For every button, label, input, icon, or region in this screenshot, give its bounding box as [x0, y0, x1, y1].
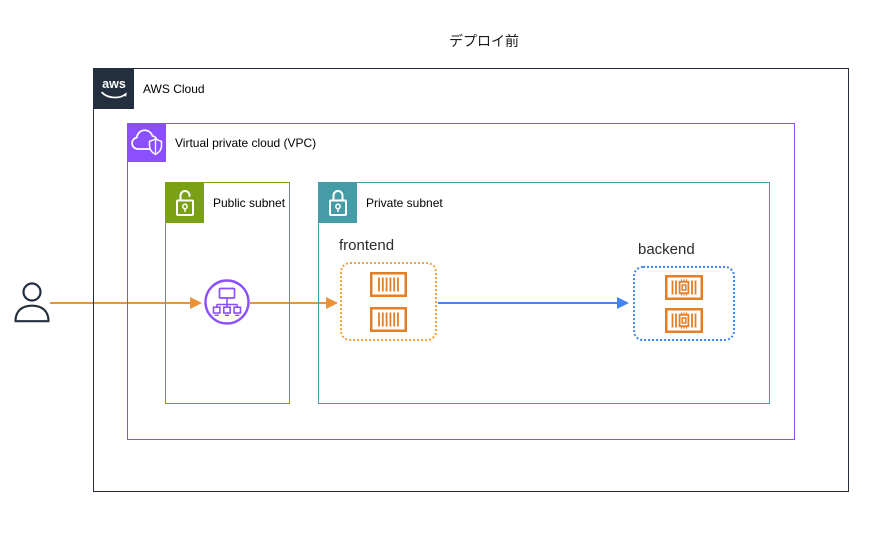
elastic-load-balancing-icon [204, 279, 250, 325]
aws-logo-icon: aws [94, 69, 134, 109]
vpc-label: Virtual private cloud (VPC) [175, 136, 317, 150]
frontend-group: frontend [339, 237, 437, 341]
container-chip-icon [665, 307, 703, 333]
frontend-label: frontend [339, 237, 395, 254]
private-subnet-label: Private subnet [366, 196, 443, 210]
public-subnet-group: Public subnet [165, 182, 290, 404]
user-icon [14, 282, 50, 323]
backend-label: backend [638, 241, 695, 258]
aws-cloud-group: aws AWS Cloud [93, 68, 849, 492]
private-subnet-lock-icon [319, 183, 357, 223]
vpc-icon [128, 124, 166, 162]
public-subnet-label: Public subnet [213, 196, 286, 210]
diagram-title: デプロイ前 [449, 33, 519, 49]
container-chip-icon [665, 274, 703, 300]
public-subnet-open-lock-icon [166, 183, 204, 223]
aws-cloud-label: AWS Cloud [143, 82, 205, 96]
container-icon [370, 306, 407, 332]
container-icon [370, 271, 407, 297]
private-subnet-group: Private subnet [318, 182, 770, 404]
svg-text:aws: aws [102, 77, 126, 91]
vpc-group: Virtual private cloud (VPC) [127, 123, 795, 440]
backend-group: backend [633, 241, 735, 341]
